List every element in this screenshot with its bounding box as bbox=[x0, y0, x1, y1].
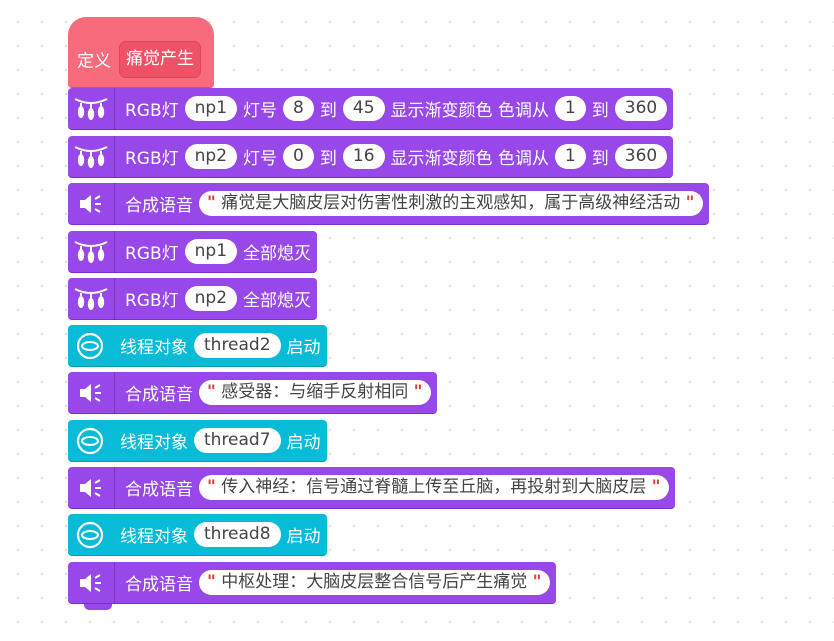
rgb-label: RGB灯 bbox=[125, 291, 179, 311]
all-off-label: 全部熄灭 bbox=[243, 291, 312, 311]
thread-name-field[interactable]: thread2 bbox=[194, 333, 281, 358]
speaker-icon bbox=[68, 371, 115, 414]
neopixel-field[interactable]: np1 bbox=[184, 96, 238, 121]
speech-label: 合成语音 bbox=[125, 385, 193, 405]
led-from-field[interactable]: 8 bbox=[283, 96, 314, 121]
speech-label: 合成语音 bbox=[125, 480, 193, 500]
thread-block-2[interactable]: 线程对象 thread7 启动 bbox=[68, 420, 327, 462]
speech-block-4[interactable]: 合成语音 " 中枢处理：大脑皮层整合信号后产生痛觉 " bbox=[68, 561, 556, 604]
led-from-field[interactable]: 0 bbox=[283, 144, 314, 169]
all-off-label: 全部熄灭 bbox=[243, 244, 312, 264]
hue-to-field[interactable]: 360 bbox=[614, 96, 668, 121]
gradient-label: 显示渐变颜色 色调从 bbox=[390, 149, 549, 169]
to-label: 到 bbox=[319, 101, 337, 121]
speech-block-1[interactable]: 合成语音 " 痛觉是大脑皮层对伤害性刺激的主观感知，属于高级神经活动 " bbox=[68, 182, 709, 225]
thread-icon bbox=[68, 514, 112, 556]
to-label: 到 bbox=[319, 149, 337, 169]
thread-block-3[interactable]: 线程对象 thread8 启动 bbox=[68, 514, 327, 556]
led-to-field[interactable]: 16 bbox=[342, 144, 385, 169]
speech-label: 合成语音 bbox=[125, 575, 193, 595]
speaker-icon bbox=[68, 466, 115, 509]
rgb-gradient-block-2[interactable]: RGB灯 np2 灯号 0 到 16 显示渐变颜色 色调从 1 到 360 bbox=[68, 135, 674, 178]
rgb-label: RGB灯 bbox=[125, 244, 179, 264]
speech-label: 合成语音 bbox=[125, 196, 193, 216]
thread-label: 线程对象 bbox=[120, 527, 188, 547]
led-index-label: 灯号 bbox=[243, 149, 278, 169]
start-label: 启动 bbox=[286, 527, 321, 547]
led-strip-icon bbox=[68, 230, 115, 273]
speech-block-3[interactable]: 合成语音 " 传入神经：信号通过脊髓上传至丘脑，再投射到大脑皮层 " bbox=[68, 466, 675, 509]
led-strip-icon bbox=[68, 135, 115, 178]
speech-text-field[interactable]: " 传入神经：信号通过脊髓上传至丘脑，再投射到大脑皮层 " bbox=[199, 475, 669, 500]
thread-label: 线程对象 bbox=[120, 338, 188, 358]
speech-text-field[interactable]: " 感受器：与缩手反射相同 " bbox=[199, 380, 431, 405]
thread-icon bbox=[68, 420, 112, 462]
start-label: 启动 bbox=[286, 338, 321, 358]
led-index-label: 灯号 bbox=[243, 101, 278, 121]
speech-text-field[interactable]: " 痛觉是大脑皮层对伤害性刺激的主观感知，属于高级神经活动 " bbox=[199, 191, 703, 216]
start-label: 启动 bbox=[286, 433, 321, 453]
thread-name-field[interactable]: thread7 bbox=[194, 428, 281, 453]
hue-from-field[interactable]: 1 bbox=[554, 96, 586, 121]
thread-label: 线程对象 bbox=[120, 433, 188, 453]
thread-icon bbox=[68, 325, 112, 367]
led-to-field[interactable]: 45 bbox=[342, 96, 385, 121]
block-bottom-notch bbox=[84, 604, 112, 610]
thread-block-1[interactable]: 线程对象 thread2 启动 bbox=[68, 325, 327, 367]
rgb-label: RGB灯 bbox=[125, 101, 179, 121]
to-label: 到 bbox=[591, 149, 609, 169]
led-strip-icon bbox=[68, 87, 115, 130]
rgb-off-block-2[interactable]: RGB灯 np2 全部熄灭 bbox=[68, 277, 318, 320]
speech-text-field[interactable]: " 中枢处理：大脑皮层整合信号后产生痛觉 " bbox=[199, 570, 550, 595]
neopixel-field[interactable]: np2 bbox=[184, 286, 238, 311]
thread-name-field[interactable]: thread8 bbox=[194, 522, 281, 547]
rgb-label: RGB灯 bbox=[125, 149, 179, 169]
hat-block-define[interactable]: 定义 痛觉产生 bbox=[68, 17, 214, 88]
function-name-field[interactable]: 痛觉产生 bbox=[119, 41, 201, 78]
speaker-icon bbox=[68, 561, 115, 604]
hue-from-field[interactable]: 1 bbox=[554, 144, 586, 169]
speaker-icon bbox=[68, 182, 115, 225]
to-label: 到 bbox=[591, 101, 609, 121]
rgb-gradient-block-1[interactable]: RGB灯 np1 灯号 8 到 45 显示渐变颜色 色调从 1 到 360 bbox=[68, 87, 674, 130]
speech-block-2[interactable]: 合成语音 " 感受器：与缩手反射相同 " bbox=[68, 371, 437, 414]
define-label: 定义 bbox=[77, 51, 111, 72]
led-strip-icon bbox=[68, 277, 115, 320]
neopixel-field[interactable]: np1 bbox=[184, 239, 238, 264]
rgb-off-block-1[interactable]: RGB灯 np1 全部熄灭 bbox=[68, 230, 318, 273]
neopixel-field[interactable]: np2 bbox=[184, 144, 238, 169]
gradient-label: 显示渐变颜色 色调从 bbox=[390, 101, 549, 121]
hue-to-field[interactable]: 360 bbox=[614, 144, 668, 169]
